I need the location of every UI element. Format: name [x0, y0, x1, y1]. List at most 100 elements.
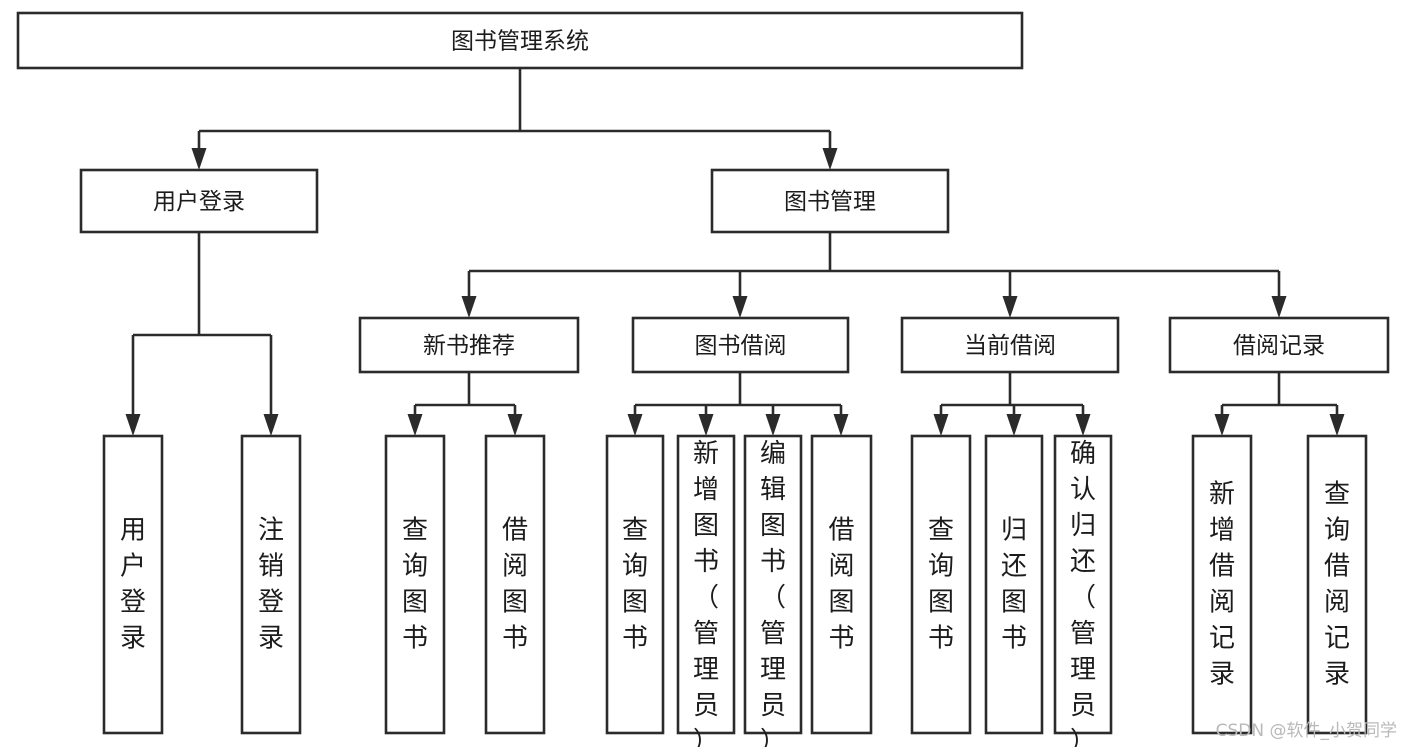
node-label-char: 员 — [1070, 691, 1096, 721]
node-current[interactable]: 当前借阅 — [900, 316, 1120, 374]
node-label-char: 询 — [928, 551, 954, 581]
connector-bus — [199, 68, 830, 133]
connector-bus — [469, 232, 1279, 273]
connector-arrow — [407, 405, 423, 436]
node-label-char: （ — [693, 583, 719, 613]
connector-arrow — [698, 405, 714, 436]
connector-bus — [635, 372, 841, 407]
node-label: 图书管理 — [784, 189, 876, 215]
connector-arrow — [461, 271, 477, 318]
connector-arrow — [507, 405, 523, 436]
connector-bus — [133, 232, 271, 337]
connector-arrow — [732, 271, 748, 318]
node-layer: 图书管理系统用户登录图书管理新书推荐图书借阅当前借阅借阅记录用户登录注销登录查询… — [16, 11, 1390, 747]
node-label-char: 询 — [402, 551, 428, 581]
node-label-char: 登 — [120, 587, 146, 617]
node-label-char: 用 — [120, 515, 146, 545]
node-label: 用户登录 — [153, 189, 245, 215]
node-label-char: 增 — [1209, 515, 1235, 545]
connector-arrow — [833, 405, 849, 436]
node-label-char: 书 — [928, 623, 954, 653]
node-label-char: 管 — [693, 619, 719, 649]
node-label-char: 借 — [1324, 551, 1350, 581]
node-label-char: 询 — [622, 551, 648, 581]
node-label-char: 图 — [828, 587, 854, 617]
node-label-char: ） — [1070, 727, 1096, 747]
node-label-char: 书 — [502, 623, 528, 653]
node-label-char: 还 — [1001, 551, 1027, 581]
node-label-char: 图 — [402, 587, 428, 617]
node-label-char: 图 — [693, 511, 719, 541]
node-label-char: 登 — [258, 587, 284, 617]
connector-arrow — [1214, 405, 1230, 436]
node-label-char: 查 — [1324, 479, 1350, 509]
node-label-char: 增 — [693, 475, 719, 505]
node-label-char: 阅 — [828, 551, 854, 581]
node-label-char: 查 — [622, 515, 648, 545]
node-label-char: 还 — [1070, 547, 1096, 577]
node-label-char: 书 — [760, 547, 786, 577]
node-label-char: 图 — [622, 587, 648, 617]
connector-arrow — [1002, 271, 1018, 318]
node-label: 图书管理系统 — [451, 29, 589, 55]
node-root[interactable]: 图书管理系统 — [16, 11, 1024, 70]
connector-bus — [1222, 372, 1337, 407]
connector-arrow — [1329, 405, 1345, 436]
node-label-char: 录 — [1324, 659, 1350, 689]
node-label-char: 辑 — [760, 475, 786, 505]
connector-arrow — [765, 405, 781, 436]
node-newbook[interactable]: 新书推荐 — [358, 316, 580, 374]
connector-arrow — [627, 405, 643, 436]
connector-bus — [941, 372, 1083, 407]
node-label-char: ） — [760, 727, 786, 747]
node-label-char: 书 — [693, 547, 719, 577]
node-label-char: 查 — [928, 515, 954, 545]
node-label-char: 确 — [1070, 439, 1096, 469]
node-label-char: 阅 — [1324, 587, 1350, 617]
node-label-char: 询 — [1324, 515, 1350, 545]
node-label-char: 查 — [402, 515, 428, 545]
node-label-char: 新 — [1209, 479, 1235, 509]
node-label: 当前借阅 — [964, 333, 1056, 359]
node-label-char: 借 — [1209, 551, 1235, 581]
node-label-char: 图 — [1001, 587, 1027, 617]
connector-arrow — [1271, 271, 1287, 318]
node-label-char: 认 — [1070, 475, 1096, 505]
node-label-char: 录 — [258, 623, 284, 653]
node-label-char: 新 — [693, 439, 719, 469]
connector-arrow — [1006, 405, 1022, 436]
node-borrow[interactable]: 图书借阅 — [631, 316, 850, 374]
node-label-char: 管 — [1070, 619, 1096, 649]
node-bookmgmt[interactable]: 图书管理 — [710, 168, 950, 234]
node-label-char: 图 — [760, 511, 786, 541]
node-login[interactable]: 用户登录 — [79, 168, 319, 234]
node-label-char: 记 — [1324, 623, 1350, 653]
watermark-label: CSDN @软件_小贺同学 — [1215, 721, 1397, 741]
connector-arrow — [125, 335, 141, 436]
node-label-char: 销 — [258, 551, 284, 581]
node-label-char: 书 — [1001, 623, 1027, 653]
connector-arrow — [1075, 405, 1091, 436]
node-leaf-user-login[interactable]: 用户登录 — [102, 434, 164, 735]
connector-arrow — [822, 131, 838, 170]
node-label-char: 阅 — [1209, 587, 1235, 617]
node-label-char: 书 — [828, 623, 854, 653]
node-records[interactable]: 借阅记录 — [1168, 316, 1390, 374]
node-label-char: 管 — [760, 619, 786, 649]
node-label-char: 员 — [760, 691, 786, 721]
node-label-char: 归 — [1001, 515, 1027, 545]
